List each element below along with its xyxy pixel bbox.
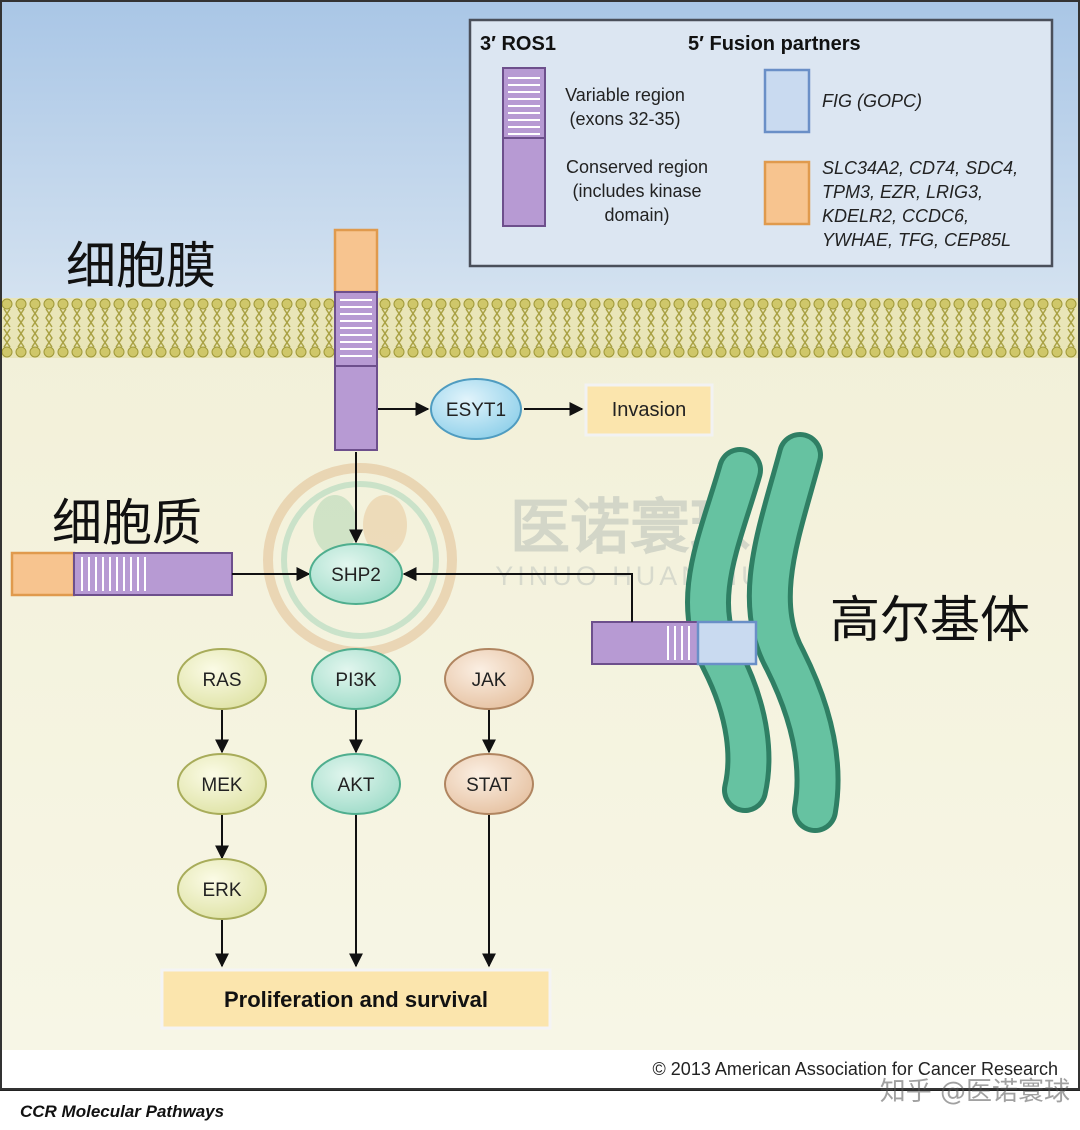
copyright-bar: [0, 1050, 1080, 1090]
cytoplasmic-ros1-fusion: [10, 551, 233, 597]
membrane-ros1-fusion: [333, 228, 379, 451]
cytoplasm-label: 细胞质: [52, 494, 202, 552]
pi3k-label: PI3K: [335, 670, 377, 691]
legend-fig-label: FIG (GOPC): [822, 91, 922, 111]
legend-partners-line1: SLC34A2, CD74, SDC4,: [822, 158, 1018, 178]
invasion-label: Invasion: [612, 399, 687, 421]
jak-label: JAK: [472, 670, 507, 691]
journal-bar: [0, 1090, 1080, 1130]
esyt1-node: [430, 378, 522, 440]
legend-conserved-line1: Conserved region: [566, 157, 708, 177]
legend-partners-title: 5′ Fusion partners: [688, 33, 861, 55]
legend-conserved-line2: (includes kinase: [572, 181, 701, 201]
esyt1-label: ESYT1: [446, 400, 506, 421]
legend-partners-line4: YWHAE, TFG, CEP85L: [822, 230, 1011, 250]
pathway-arrows: [215, 402, 633, 968]
cell-membrane: [0, 298, 1080, 358]
shp2-node: [309, 543, 403, 605]
proliferation-box: [160, 968, 552, 1030]
ras-node: [177, 648, 267, 710]
zhihu-watermark: 知乎 @医诺寰球: [880, 1077, 1070, 1107]
pi3k-node: [311, 648, 401, 710]
journal-title: CCR Molecular Pathways: [20, 1102, 224, 1121]
legend-conserved-line3: domain): [604, 205, 669, 225]
akt-node: [311, 753, 401, 815]
stat-node: [444, 753, 534, 815]
proliferation-label: Proliferation and survival: [224, 987, 488, 1012]
copyright-text: © 2013 American Association for Cancer R…: [653, 1059, 1058, 1079]
erk-label: ERK: [202, 880, 241, 901]
legend-variable-line1: Variable region: [565, 85, 685, 105]
akt-label: AKT: [338, 775, 375, 796]
erk-node: [177, 858, 267, 920]
membrane-label: 细胞膜: [66, 237, 216, 295]
legend-conserved-region-swatch: [502, 137, 546, 227]
membrane-fusion-partner: [333, 228, 379, 294]
shp2-label: SHP2: [331, 565, 381, 586]
stat-label: STAT: [466, 775, 512, 796]
legend-partners-line2: TPM3, EZR, LRIG3,: [822, 182, 983, 202]
cytoplasm-area: [0, 300, 1080, 1050]
membrane-ros1-kinase: [334, 365, 378, 451]
mek-label: MEK: [201, 775, 243, 796]
invasion-box: [584, 383, 714, 437]
legend-box: 3′ ROS1 5′ Fusion partners Variable regi…: [468, 18, 1054, 268]
legend-partners-line3: KDELR2, CCDC6,: [822, 206, 969, 226]
legend-fig-swatch: [763, 68, 811, 134]
legend-other-partners-swatch: [763, 160, 811, 226]
golgi-label: 高尔基体: [830, 591, 1030, 649]
golgi-apparatus: [685, 432, 841, 833]
ras-label: RAS: [202, 670, 241, 691]
golgi-ros1-fusion: [591, 620, 758, 666]
legend-ros1-title: 3′ ROS1: [480, 33, 556, 55]
legend-variable-line2: (exons 32-35): [569, 109, 680, 129]
jak-node: [444, 648, 534, 710]
mek-node: [177, 753, 267, 815]
